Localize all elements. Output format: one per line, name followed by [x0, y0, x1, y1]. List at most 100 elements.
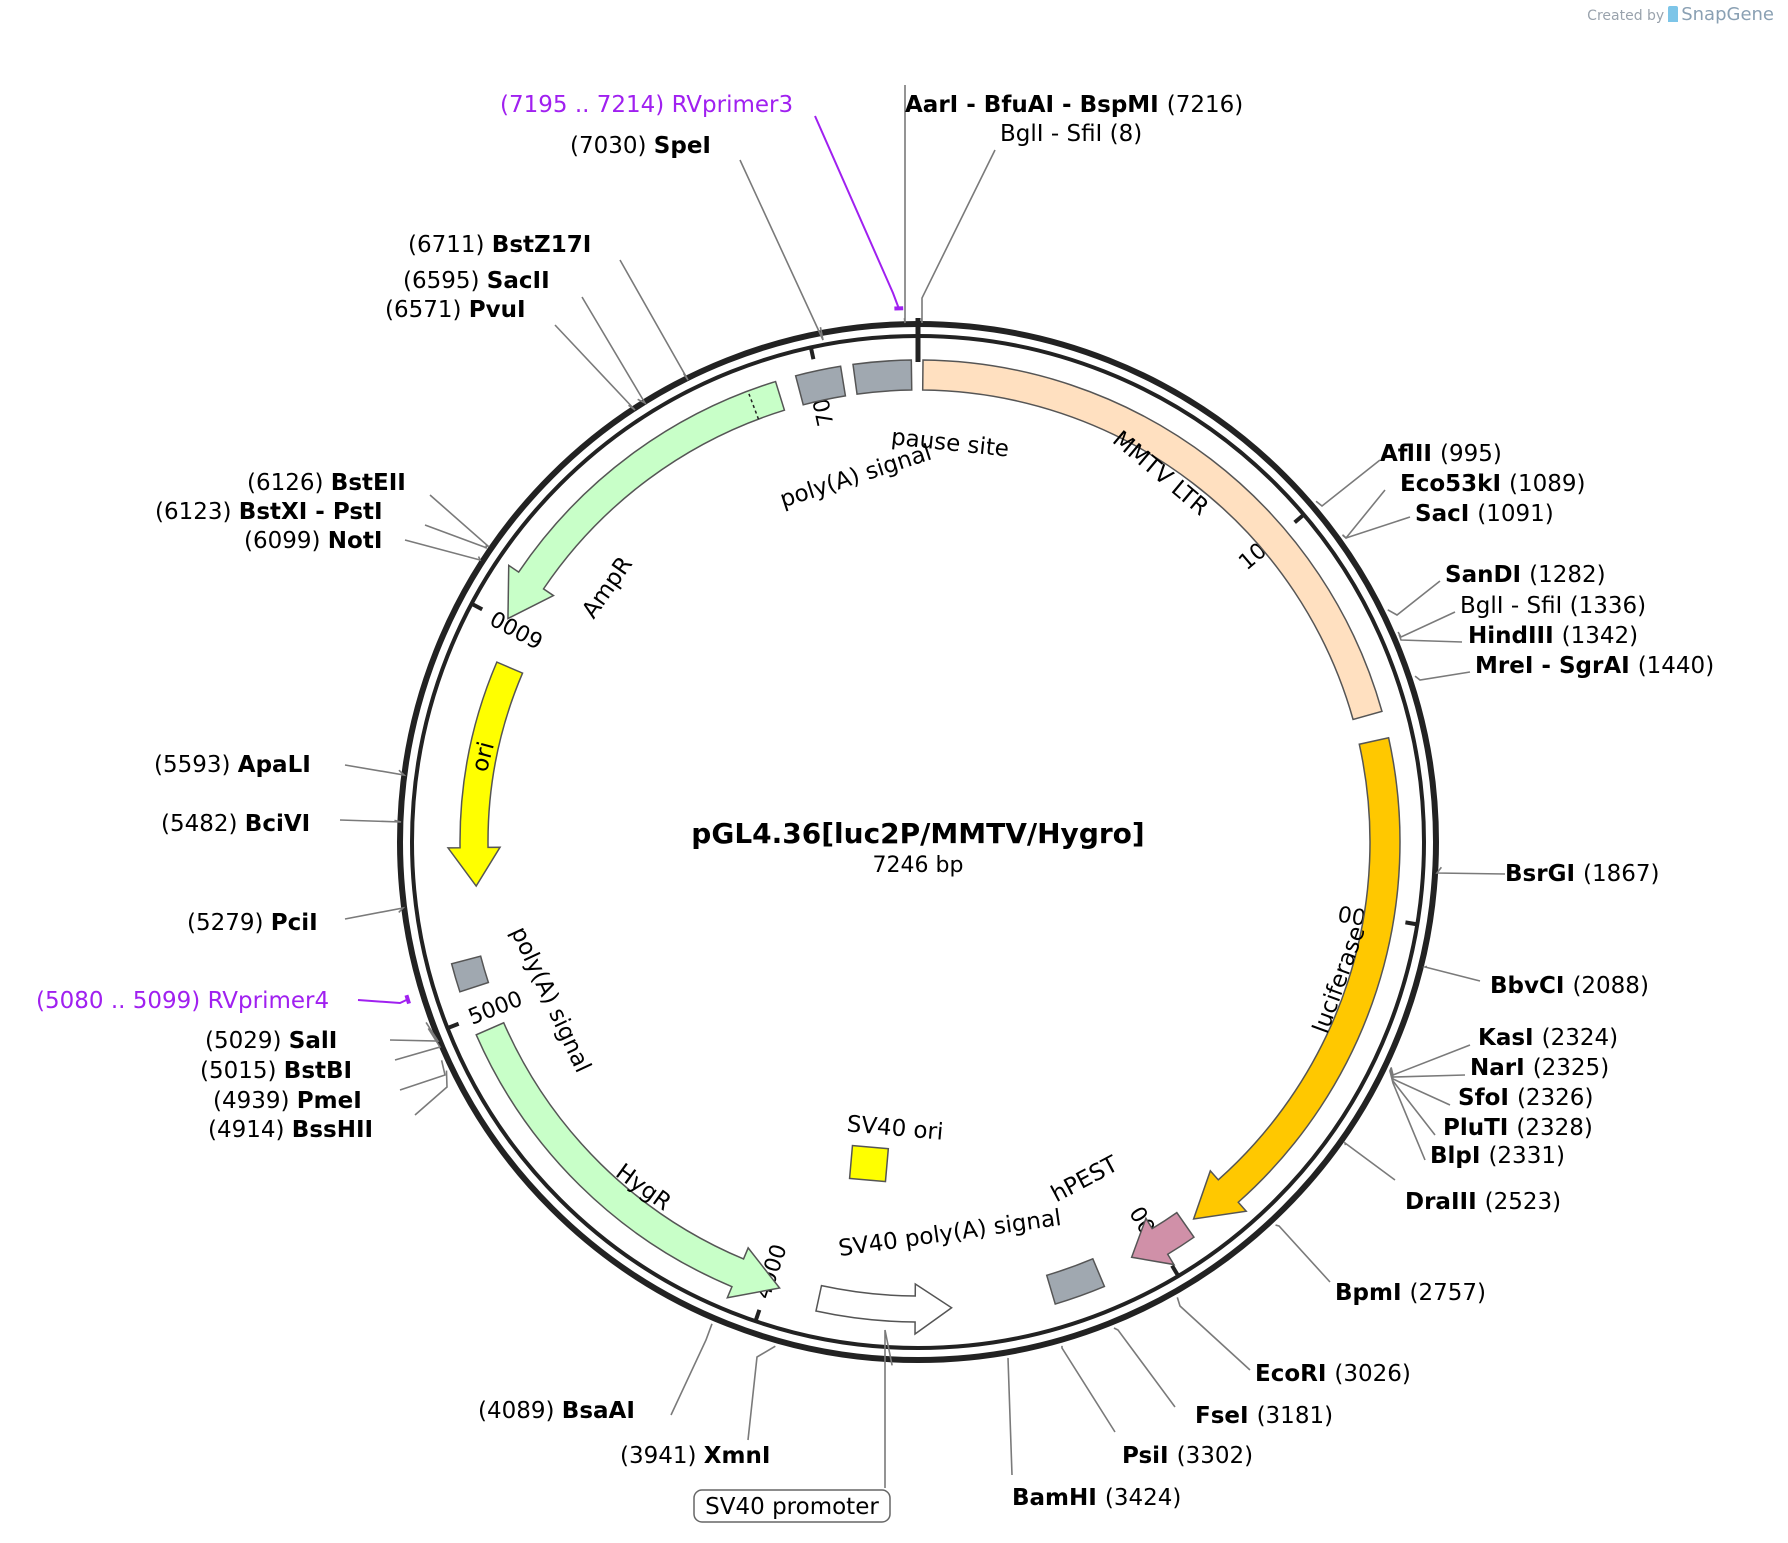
site-label-XmnI: (3941) XmnI [620, 1443, 770, 1469]
site-label-part: BglI - SfiI [1460, 593, 1570, 619]
site-label-part: PsiI [1122, 1443, 1177, 1469]
site-label-BciVI: (5482) BciVI [161, 811, 310, 837]
site-label-part: BstBI [284, 1058, 352, 1084]
primer-name: RVprimer4 [208, 988, 330, 1014]
site-label-part: BglI - SfiI [1000, 121, 1110, 147]
site-label-part: Eco53kI [1400, 471, 1509, 497]
site-leader-BbvCI [1425, 966, 1480, 981]
site-label-part: (8) [1110, 121, 1143, 147]
site-label-part: (2328) [1516, 1115, 1592, 1141]
site-label-part: (7030) [570, 133, 654, 159]
feature-sv40-ori [850, 1146, 889, 1182]
site-label-part: (5482) [161, 811, 245, 837]
primer-rvprimer3-label: (7195 .. 7214) RVprimer3 [500, 92, 793, 118]
site-label-part: BpmI [1335, 1280, 1410, 1306]
site-label-part: (4089) [478, 1398, 562, 1424]
site-label-FseI: FseI (3181) [1195, 1403, 1333, 1429]
site-label-HindIII: HindIII (1342) [1468, 623, 1638, 649]
site-label-part: PluTI [1443, 1115, 1516, 1141]
site-label-EcoRI: EcoRI (3026) [1255, 1361, 1411, 1387]
site-leader-BsrGI [1437, 867, 1505, 874]
site-leader-SpeI [740, 160, 823, 340]
site-label-BstZ17I: (6711) BstZ17I [408, 232, 591, 258]
site-label-SacII: (6595) SacII [403, 268, 550, 294]
sv40-ori-box [850, 1146, 889, 1182]
tick-mark [1405, 922, 1417, 924]
site-leader-BstZ17I [620, 260, 688, 380]
site-label-part: PmeI [297, 1088, 362, 1114]
tick-mark [447, 1024, 458, 1028]
site-label-part: (2325) [1533, 1055, 1609, 1081]
site-label-part: BsaAI [562, 1398, 635, 1424]
site-label-part: (1342) [1562, 623, 1638, 649]
site-label-part: (5593) [154, 752, 238, 778]
site-label-part: (3424) [1105, 1485, 1181, 1511]
site-label-BssHII: (4914) BssHII [208, 1117, 373, 1143]
site-label-part: AarI - BfuAI - BspMI [905, 92, 1167, 118]
tick-mark [1295, 515, 1304, 523]
site-leader-BsaAI [671, 1324, 712, 1415]
site-label-part: PvuI [469, 297, 526, 323]
site-label-part: (6595) [403, 268, 487, 294]
snapgene-logo-icon [1668, 6, 1678, 22]
label-hpest: hPEST [1047, 1151, 1123, 1208]
site-label-part: NotI [328, 528, 383, 554]
site-label-SpeI: (7030) SpeI [570, 133, 711, 159]
site-label-part: (2324) [1542, 1025, 1618, 1051]
site-leader-BssHII [415, 1071, 447, 1115]
leader-lines [340, 85, 1505, 1488]
site-label-NotI: (6099) NotI [244, 528, 382, 554]
site-label-part: BamHI [1012, 1485, 1105, 1511]
site-label-part: SacI [1415, 501, 1477, 527]
site-leader-PmeI [400, 1060, 445, 1090]
site-leader-SanDI [1388, 581, 1440, 615]
site-label-NarI: NarI (2325) [1470, 1055, 1609, 1081]
site-label-SanDI: SanDI (1282) [1445, 562, 1606, 588]
credit-prefix: Created by [1587, 8, 1664, 24]
site-label-part: (3941) [620, 1443, 704, 1469]
site-label-part: DraIII [1405, 1189, 1485, 1215]
site-label-part: FseI [1195, 1403, 1257, 1429]
site-label-BstXI: (6123) BstXI - PstI [155, 499, 383, 525]
site-label-BglI: BglI - SfiI (8) [1000, 121, 1142, 147]
site-label-AflII: AflII (995) [1380, 441, 1502, 467]
label-sv40-ori: SV40 ori [846, 1111, 945, 1145]
primer-rvprimer3-leader [815, 116, 899, 308]
site-label-part: SpeI [654, 133, 711, 159]
site-label-DraIII: DraIII (2523) [1405, 1189, 1561, 1215]
primer-rvprimer4-leader [358, 999, 408, 1003]
site-label-AarI: AarI - BfuAI - BspMI (7216) [905, 92, 1243, 118]
plasmid-name: pGL4.36[luc2P/MMTV/Hygro] [691, 817, 1144, 850]
site-leader-BglI [1398, 612, 1455, 637]
feature-pause-site [853, 360, 912, 394]
site-leader-BciVI [340, 820, 401, 822]
primer-range: (7195 .. 7214) [500, 92, 672, 118]
site-label-part: (2523) [1485, 1189, 1561, 1215]
site-label-part: SanDI [1445, 562, 1529, 588]
site-leader-HindIII [1399, 635, 1462, 642]
site-label-KasI: KasI (2324) [1478, 1025, 1618, 1051]
site-label-SalI: (5029) SalI [205, 1028, 337, 1054]
site-label-PmeI: (4939) PmeI [213, 1088, 362, 1114]
site-label-part: (3302) [1177, 1443, 1253, 1469]
tick-mark [472, 604, 483, 610]
site-leader-DraIII [1345, 1143, 1395, 1180]
site-label-MreI: MreI - SgrAI (1440) [1475, 653, 1714, 679]
site-label-part: (4939) [213, 1088, 297, 1114]
site-label-part: SalI [289, 1028, 338, 1054]
sv40-promoter-leader [885, 1330, 892, 1488]
site-label-part: (4914) [208, 1117, 292, 1143]
site-label-part: (1440) [1638, 653, 1714, 679]
site-label-part: HindIII [1468, 623, 1562, 649]
label-ampr: AmpR [577, 552, 638, 623]
site-label-part: BlpI [1430, 1143, 1488, 1169]
site-label-part: (2331) [1488, 1143, 1564, 1169]
sv40-promoter-label: SV40 promoter [705, 1494, 879, 1520]
site-label-ApaLI: (5593) ApaLI [154, 752, 311, 778]
site-label-part: (6711) [408, 232, 492, 258]
site-label-BbvCI: BbvCI (2088) [1490, 973, 1649, 999]
site-label-part: BciVI [245, 811, 310, 837]
feature-ori [448, 662, 523, 886]
